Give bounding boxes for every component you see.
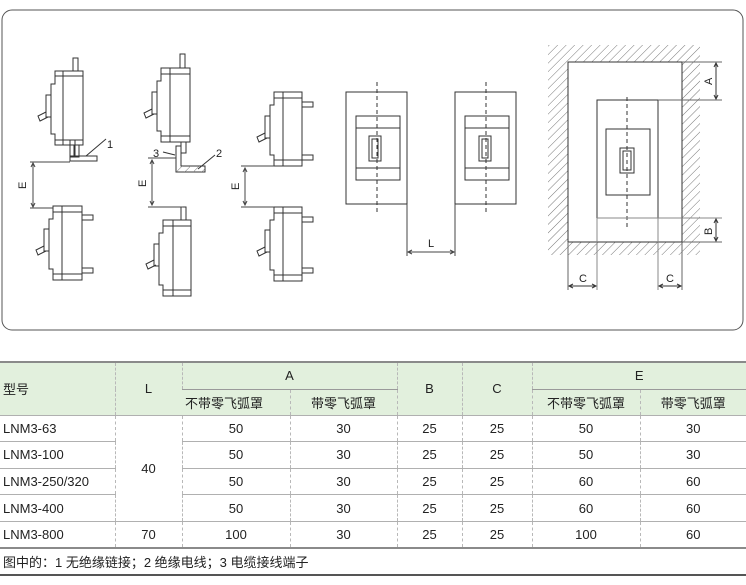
label-E-3: E [230, 183, 242, 190]
cell-B: 25 [396, 494, 462, 522]
cell-B: 25 [396, 520, 462, 548]
cell-B: 25 [396, 441, 462, 469]
cell-C: 25 [461, 520, 532, 548]
cell-model: LNM3-800 [0, 520, 115, 548]
cell-A2: 30 [289, 441, 397, 469]
header-C: C [461, 362, 532, 415]
breaker-front-view-2 [454, 82, 517, 215]
cell-L: 40 [114, 414, 182, 522]
label-E-1: E [17, 182, 29, 189]
header-E: E [531, 362, 746, 389]
header-B: B [396, 362, 462, 415]
cell-E2: 60 [639, 467, 746, 495]
cell-A2: 30 [289, 520, 397, 548]
cell-model: LNM3-400 [0, 494, 115, 522]
table-row: LNM3-63 40 50 30 25 25 50 30 [0, 414, 746, 522]
header-model: 型号 [3, 382, 30, 398]
cell-B: 25 [396, 414, 462, 442]
cell-E1: 60 [531, 494, 640, 522]
cell-A2: 30 [289, 414, 397, 442]
dimension-E-1 [30, 161, 70, 209]
cell-L: 70 [114, 520, 182, 548]
cell-A1: 50 [181, 441, 290, 469]
label-3: 3 [153, 148, 159, 160]
cell-E1: 50 [531, 441, 640, 469]
breaker-side-view-top-2 [143, 53, 216, 173]
label-B: B [703, 228, 715, 235]
diagram-frame [1, 9, 744, 331]
label-C-right: C [666, 273, 674, 285]
cell-C: 25 [461, 494, 532, 522]
label-2: 2 [216, 148, 222, 160]
table-row: LNM3-250/320 50 30 25 25 60 60 [0, 467, 746, 495]
header-A: A [181, 362, 397, 389]
breaker-front-view-1 [345, 82, 408, 215]
label-E-2: E [137, 180, 149, 187]
footnote: 图中的：1 无绝缘链接；2 绝缘电线；3 电缆接线端子 [0, 546, 746, 576]
label-1: 1 [107, 139, 113, 151]
dimension-E-2 [148, 157, 183, 208]
installation-diagram: 1 3 2 E E E L A B C C [1, 9, 744, 331]
dimension-L [406, 204, 456, 256]
cell-C: 25 [461, 441, 532, 469]
cell-E2: 30 [639, 441, 746, 469]
label-A: A [703, 77, 715, 85]
breaker-side-view-top-3 [256, 91, 314, 167]
cell-A1: 100 [181, 520, 290, 548]
cell-E1: 50 [531, 414, 640, 442]
cell-E2: 60 [639, 520, 746, 548]
dimension-E-3 [241, 165, 274, 208]
label-C-left: C [579, 273, 587, 285]
header-E-with-cover: 带零飞弧罩 [639, 388, 746, 415]
cell-A1: 50 [181, 414, 290, 442]
cell-B: 25 [396, 467, 462, 495]
table-row: LNM3-100 50 30 25 25 50 30 [0, 441, 746, 469]
breaker-side-view-bottom-3 [256, 206, 314, 282]
cell-C: 25 [461, 414, 532, 442]
cell-C: 25 [461, 467, 532, 495]
clearance-table: 型号 L A B C E 不带零飞弧罩 带零飞弧罩 不带零飞弧罩 带零飞弧罩 L… [0, 361, 746, 576]
breaker-side-view-bottom-2 [145, 206, 192, 297]
cell-A1: 50 [181, 494, 290, 522]
breaker-side-view-bottom-1 [35, 205, 94, 281]
cell-A1: 50 [181, 467, 290, 495]
cell-E2: 60 [639, 494, 746, 522]
header-A-with-cover: 带零飞弧罩 [289, 388, 397, 415]
cell-A2: 30 [289, 494, 397, 522]
cell-E1: 60 [531, 467, 640, 495]
table-row: LNM3-800 70 100 30 25 25 100 60 [0, 520, 746, 548]
table-row: LNM3-400 50 30 25 25 60 60 [0, 494, 746, 522]
label-L: L [428, 238, 434, 250]
cell-model: LNM3-100 [0, 441, 115, 469]
cell-A2: 30 [289, 467, 397, 495]
header-L: L [114, 362, 182, 415]
cell-model: LNM3-250/320 [0, 467, 115, 495]
enclosure-view [548, 45, 722, 290]
header-E-without-cover: 不带零飞弧罩 [531, 388, 640, 415]
cell-model: LNM3-63 [0, 414, 115, 442]
header-A-without-cover: 不带零飞弧罩 [182, 388, 290, 415]
breaker-side-view-top-1 [37, 57, 107, 162]
cell-E1: 100 [531, 520, 640, 548]
cell-E2: 30 [639, 414, 746, 442]
